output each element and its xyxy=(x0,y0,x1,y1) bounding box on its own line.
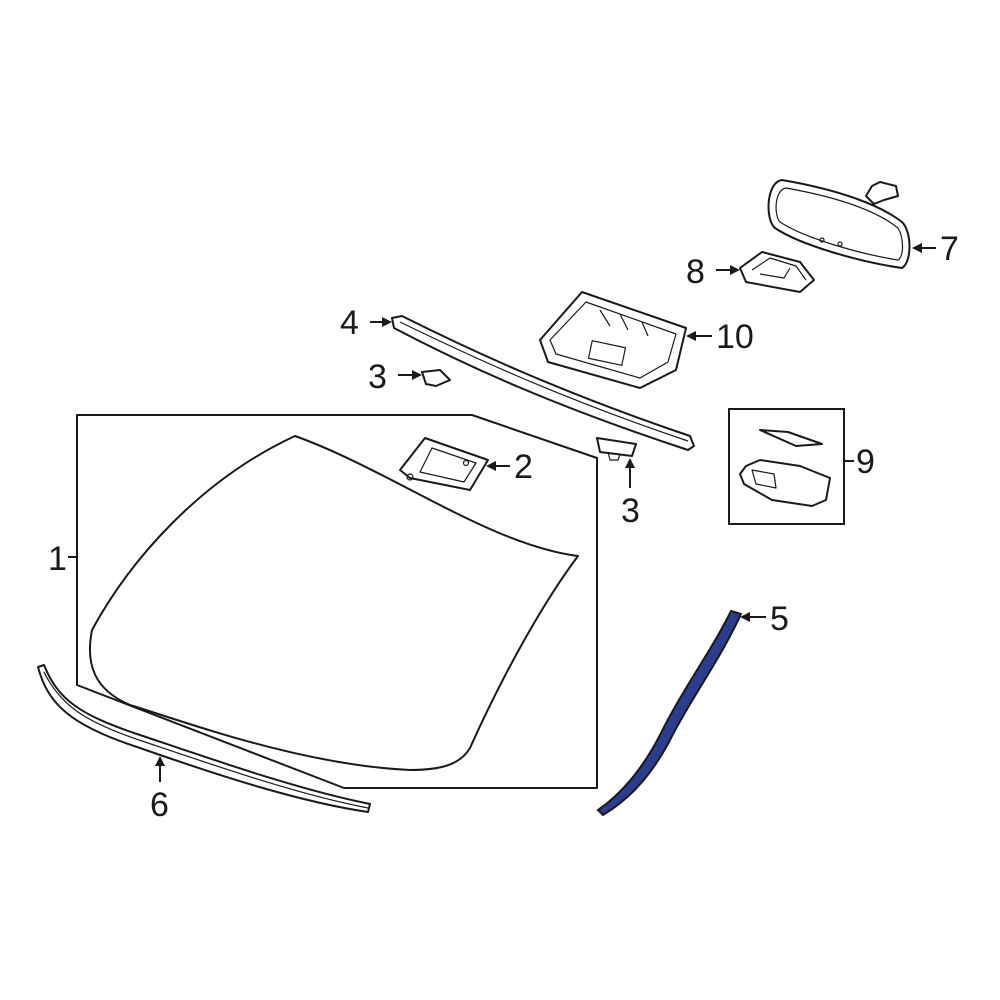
sensor-cover[interactable] xyxy=(739,251,815,293)
arrow-6 xyxy=(155,756,165,766)
part-7-mirror-group[interactable]: 7 xyxy=(767,179,959,269)
side-molding[interactable] xyxy=(596,609,743,817)
upper-molding-edge xyxy=(399,321,689,442)
bracket-hole xyxy=(406,473,414,481)
part-2-bracket-group[interactable]: 2 xyxy=(399,437,533,491)
part-10-housing-group[interactable]: 10 xyxy=(539,291,754,389)
sensor-bracket[interactable] xyxy=(399,437,489,491)
housing-inner xyxy=(549,301,677,379)
arrow-10 xyxy=(686,331,696,341)
clip-right[interactable] xyxy=(596,437,637,457)
lower-molding-edge xyxy=(43,671,369,809)
callout-10: 10 xyxy=(716,318,754,356)
housing-rib xyxy=(599,309,649,337)
mirror-indicator xyxy=(837,241,843,247)
bracket-hole xyxy=(462,459,470,467)
sensor-cover-detail xyxy=(751,257,807,281)
arrow-2 xyxy=(486,461,496,471)
clip-upper[interactable] xyxy=(421,369,451,387)
mirror-mount xyxy=(865,181,899,205)
sensor-pad[interactable] xyxy=(759,429,823,447)
callout-8: 8 xyxy=(686,253,705,291)
clip-right-tab xyxy=(607,451,621,461)
callout-5: 5 xyxy=(770,600,789,638)
arrow-8 xyxy=(730,265,740,275)
arrow-4 xyxy=(382,317,392,327)
callout-2: 2 xyxy=(514,448,533,486)
callout-7: 7 xyxy=(940,230,959,268)
arrow-3a xyxy=(412,370,422,380)
windshield-frame-box xyxy=(76,414,598,789)
arrow-5 xyxy=(740,612,750,622)
lower-molding[interactable] xyxy=(37,664,371,813)
upper-molding[interactable] xyxy=(391,315,695,451)
sensor-unit-lens xyxy=(751,469,777,489)
mirror-glass-edge xyxy=(775,187,904,261)
part-9-kit-group[interactable]: 9 xyxy=(728,408,875,525)
sensor-bracket-inner xyxy=(419,447,477,483)
mirror-housing[interactable] xyxy=(539,291,687,389)
mirror-indicator xyxy=(819,237,825,243)
callout-1: 1 xyxy=(48,540,67,578)
arrow-7 xyxy=(912,243,922,253)
callout-3a: 3 xyxy=(368,358,387,396)
housing-window xyxy=(587,340,627,366)
callout-4: 4 xyxy=(340,304,359,342)
callout-3b: 3 xyxy=(621,492,640,530)
rear-view-mirror[interactable] xyxy=(767,179,911,269)
callout-6: 6 xyxy=(150,786,169,824)
part-3a-clip-group[interactable]: 3 xyxy=(368,358,451,396)
part-1-windshield-group[interactable]: 1 xyxy=(48,414,598,789)
part-6-lower-molding-group[interactable]: 6 xyxy=(37,664,371,824)
part-3b-clip-group[interactable]: 3 xyxy=(596,437,640,530)
part-8-cover-group[interactable]: 8 xyxy=(686,251,815,293)
windshield-glass[interactable] xyxy=(88,435,579,771)
part-4-molding-group[interactable]: 4 xyxy=(340,304,695,451)
part-5-side-molding-group[interactable]: 5 xyxy=(596,600,789,817)
callout-9: 9 xyxy=(856,443,875,481)
arrow-3b xyxy=(625,458,635,468)
